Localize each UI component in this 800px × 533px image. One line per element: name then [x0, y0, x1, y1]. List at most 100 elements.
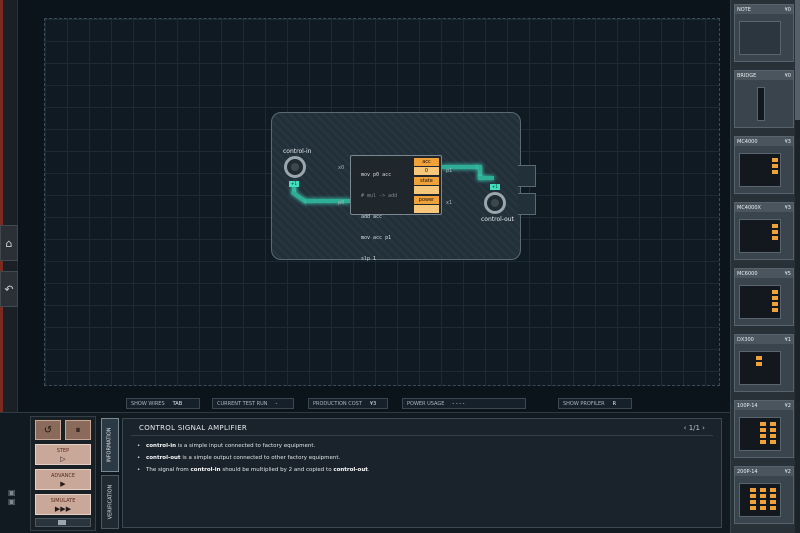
undo-icon: ↶: [4, 282, 14, 296]
wire-segment: [478, 165, 482, 179]
production-cost: PRODUCTION COST ¥3: [308, 398, 388, 409]
power-usage-label: POWER USAGE: [407, 400, 445, 407]
pause-button[interactable]: ⏸: [65, 420, 91, 440]
port-p0: p0: [338, 200, 345, 206]
code-line: # mul -> add: [361, 193, 398, 199]
show-wires-button[interactable]: SHOW WIRES TAB: [126, 398, 200, 409]
part-mc4000x[interactable]: MC4000X¥3: [734, 202, 794, 260]
tab-verification-label: VERIFICATION: [107, 484, 114, 520]
part-name: MC4000X: [737, 204, 761, 211]
reset-icon: ↺: [43, 424, 53, 436]
pcb-notch: [518, 165, 536, 187]
mc4000-chip[interactable]: mov p0 acc # mul -> add add acc mov acc …: [350, 155, 442, 262]
show-wires-key: TAB: [172, 400, 183, 407]
power-usage: POWER USAGE - - - -: [402, 398, 526, 409]
part-name: NOTE: [737, 6, 751, 13]
part-mc4000[interactable]: MC4000¥3: [734, 136, 794, 194]
register-state-value: [414, 186, 439, 194]
production-cost-label: PRODUCTION COST: [313, 400, 362, 407]
chip-code-editor[interactable]: mov p0 acc # mul -> add add acc mov acc …: [361, 158, 416, 277]
part-name: MC4000: [737, 138, 758, 145]
part-header: DX300¥1: [735, 335, 793, 344]
part-name: DX300: [737, 336, 754, 343]
register-acc-value: 0: [414, 167, 439, 175]
advance-button[interactable]: ADVANCE ▶: [35, 469, 91, 490]
pin-name: control-in: [190, 467, 221, 473]
info-tabs: INFORMATION VERIFICATION: [101, 418, 119, 530]
current-test-run-label: CURRENT TEST RUN: [217, 400, 268, 407]
200p-14-icon: [739, 483, 781, 517]
control-out-tag: +1: [490, 184, 500, 190]
bullet-text: is a simple output connected to other fa…: [180, 455, 341, 461]
port-x0: x0: [338, 165, 345, 171]
left-accent-strip: [0, 0, 3, 533]
advance-icon: ▶: [60, 480, 66, 488]
control-in-pin[interactable]: [284, 156, 306, 178]
note-icon: [739, 21, 781, 55]
code-line: mov p0 acc: [361, 172, 392, 178]
code-line: add acc: [361, 214, 383, 220]
part-header: MC6000 ¥5: [735, 269, 793, 278]
info-pager[interactable]: ‹ 1/1 ›: [683, 424, 705, 432]
palette-scroll-thumb[interactable]: [795, 0, 800, 120]
bullet-text: should be multiplied by 2 and copied to: [220, 467, 334, 473]
undo-button[interactable]: ↶: [0, 271, 18, 307]
show-profiler-label: SHOW PROFILER: [563, 400, 605, 407]
simulate-icon: ▶▶▶: [54, 505, 72, 513]
part-header: MC4000¥3: [735, 137, 793, 146]
palette-scrollbar[interactable]: [795, 0, 800, 533]
control-in-label: control-in: [283, 148, 312, 155]
reset-button[interactable]: ↺: [35, 420, 61, 440]
part-header: 100P-14¥2: [735, 401, 793, 410]
part-name: 200P-14: [737, 468, 758, 475]
bullet-text: .: [367, 467, 370, 473]
wire-segment: [306, 199, 350, 203]
part-price: ¥2: [784, 402, 791, 409]
register-power-label: power: [414, 196, 439, 204]
pin-name: control-out: [333, 467, 368, 473]
code-line: slp 1: [361, 256, 377, 262]
part-mc6000[interactable]: MC6000 ¥5: [734, 268, 794, 326]
bridge-icon: [757, 87, 765, 121]
wire-segment: [442, 165, 480, 169]
control-out-pin[interactable]: [484, 192, 506, 214]
simulate-label: SIMULATE: [50, 498, 76, 504]
power-usage-value: - - - -: [452, 400, 465, 407]
status-bar: SHOW WIRES TAB CURRENT TEST RUN - PRODUC…: [120, 398, 640, 410]
home-button[interactable]: ⌂: [0, 225, 18, 261]
puzzle-title: CONTROL SIGNAL AMPLIFIER: [139, 424, 248, 432]
tab-information[interactable]: INFORMATION: [101, 418, 119, 472]
speed-slider-knob[interactable]: [58, 520, 66, 525]
pin-name: control-in: [146, 443, 177, 449]
tab-verification[interactable]: VERIFICATION: [101, 475, 119, 529]
part-price: ¥0: [784, 6, 791, 13]
port-x1: x1: [446, 200, 453, 206]
speed-slider[interactable]: [35, 518, 91, 527]
part-price: ¥5: [784, 270, 791, 277]
part-header: NOTE ¥0: [735, 5, 793, 14]
part-bridge[interactable]: BRIDGE¥0: [734, 70, 794, 128]
register-power-value: [414, 205, 439, 213]
step-button[interactable]: STEP ▷: [35, 444, 91, 465]
pin-name: control-out: [146, 455, 181, 461]
part-price: ¥2: [784, 468, 791, 475]
current-test-run: CURRENT TEST RUN -: [212, 398, 294, 409]
list-item: The signal from control-in should be mul…: [137, 466, 707, 474]
part-200p-14[interactable]: 200P-14 ¥2: [734, 466, 794, 524]
list-item: control-in is a simple input connected t…: [137, 442, 707, 450]
100p-14-icon: [739, 417, 781, 451]
part-name: MC6000: [737, 270, 758, 277]
divider: [131, 435, 713, 436]
part-price: ¥0: [784, 72, 791, 79]
advance-label: ADVANCE: [50, 473, 76, 479]
control-in-tag: +1: [289, 181, 299, 187]
home-icon: ⌂: [5, 236, 13, 250]
step-label: STEP: [56, 448, 70, 454]
part-note[interactable]: NOTE ¥0: [734, 4, 794, 62]
part-100p-14[interactable]: 100P-14¥2: [734, 400, 794, 458]
pause-icon: ⏸: [75, 424, 81, 436]
show-profiler-button[interactable]: SHOW PROFILER R: [558, 398, 632, 409]
simulate-button[interactable]: SIMULATE ▶▶▶: [35, 494, 91, 515]
part-dx300[interactable]: DX300¥1: [734, 334, 794, 392]
